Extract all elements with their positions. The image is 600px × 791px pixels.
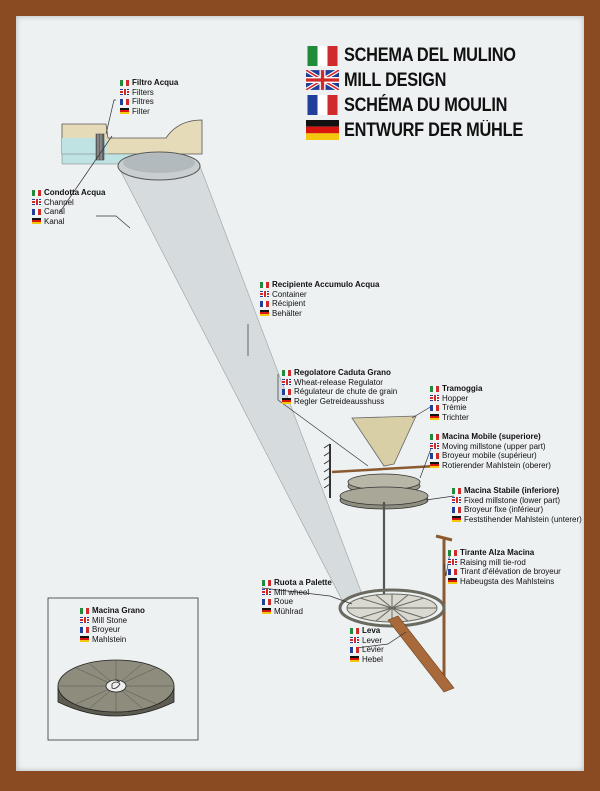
label-filter: Filtro Acqua Filters Filtres Filter <box>120 78 178 116</box>
hopper-shape <box>351 415 417 467</box>
label-millstone-detail: Macina Grano Mill Stone Broyeur Mahlstei… <box>80 606 145 644</box>
regulator-bar <box>331 464 437 474</box>
german-flag-icon <box>306 120 339 140</box>
label-container: Recipiente Accumulo Acqua Container Réci… <box>260 280 379 318</box>
label-regulator: Regolatore Caduta Grano Wheat-release Re… <box>282 368 397 406</box>
title-italian: SCHEMA DEL MULINO <box>344 45 516 66</box>
title-english: MILL DESIGN <box>344 70 447 91</box>
label-fixed-millstone: Macina Stabile (inferiore) Fixed millsto… <box>452 486 582 524</box>
italian-flag-icon <box>307 46 338 66</box>
lever-beam <box>387 615 455 693</box>
label-mill-wheel: Ruota a Palette Mill wheel Roue Mühlrad <box>262 578 332 616</box>
sign-board: SCHEMA DEL MULINO MILL DESIGN SCHÉMA DU … <box>16 16 584 771</box>
label-moving-millstone: Macina Mobile (superiore) Moving millsto… <box>430 432 551 470</box>
millstone-detail <box>47 597 199 741</box>
french-flag-icon <box>307 95 338 115</box>
label-lever: Leva Lever Levier Hebel <box>350 626 384 664</box>
title-german: ENTWURF DER MÜHLE <box>344 120 523 141</box>
label-tie-rod: Tirante Alza Macina Raising mill tie-rod… <box>448 548 561 586</box>
uk-flag-icon <box>306 70 339 90</box>
mill-diagram <box>47 99 455 741</box>
filter-grate <box>95 133 105 161</box>
title-french: SCHÉMA DU MOULIN <box>344 95 508 116</box>
label-hopper: Tramoggia Hopper Trémie Trichter <box>430 384 482 422</box>
label-channel: Condotta Acqua Channel Canal Kanal <box>32 188 105 226</box>
